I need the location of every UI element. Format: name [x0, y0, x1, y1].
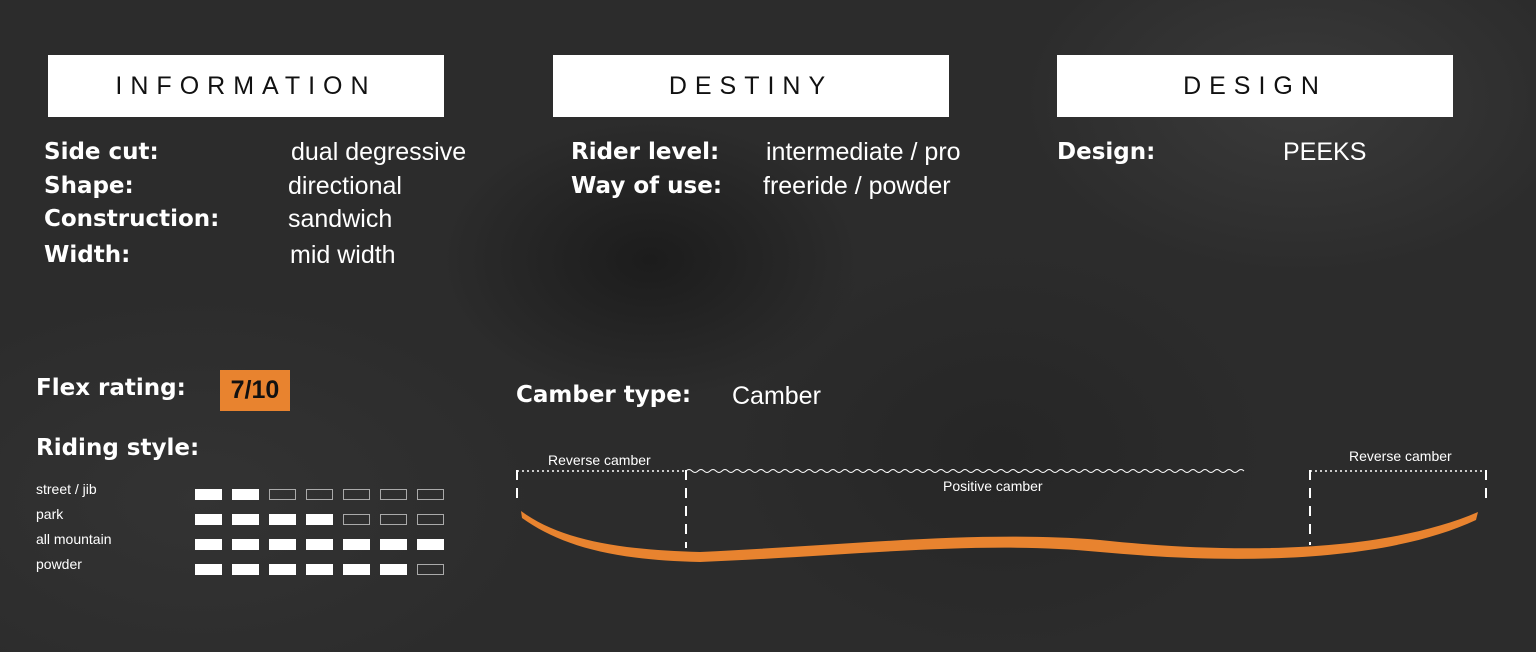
width-label: Width:	[44, 242, 131, 268]
rating-segment-empty	[417, 489, 444, 500]
rating-segment-filled	[232, 514, 259, 525]
camber-type-label: Camber type:	[516, 382, 692, 408]
rating-segment-filled	[195, 514, 222, 525]
rating-segment-empty	[343, 514, 370, 525]
rating-segment-filled	[269, 564, 296, 575]
rating-segment-filled	[343, 564, 370, 575]
rating-segment-filled	[269, 539, 296, 550]
way-of-use-label: Way of use:	[571, 173, 723, 199]
design-value: PEEKS	[1283, 138, 1367, 166]
rating-segment-filled	[343, 539, 370, 550]
rating-segment-filled	[306, 539, 333, 550]
flex-rating-label: Flex rating:	[36, 375, 186, 401]
width-value: mid width	[290, 241, 396, 269]
riding-style-row-label: park	[36, 506, 64, 522]
rating-segment-empty	[417, 564, 444, 575]
riding-style-rating-bars	[195, 489, 444, 500]
riding-style-row-label: street / jib	[36, 481, 97, 497]
positive-camber-wavy-line	[685, 469, 1245, 473]
side-cut-label: Side cut:	[44, 139, 159, 165]
camber-zone-left-label: Reverse camber	[548, 452, 651, 468]
riding-style-label: Riding style:	[36, 435, 200, 461]
riding-style-rating-bars	[195, 564, 444, 575]
rating-segment-empty	[269, 489, 296, 500]
rider-level-value: intermediate / pro	[766, 138, 961, 166]
rating-segment-filled	[232, 564, 259, 575]
snowboard-profile	[521, 511, 1478, 562]
camber-zone-center-label: Positive camber	[943, 478, 1043, 494]
rating-segment-filled	[306, 564, 333, 575]
rating-segment-empty	[380, 514, 407, 525]
riding-style-row-label: powder	[36, 556, 82, 572]
camber-type-value: Camber	[732, 382, 821, 410]
shape-label: Shape:	[44, 173, 134, 199]
shape-value: directional	[288, 172, 402, 200]
riding-style-rating-bars	[195, 514, 444, 525]
rating-segment-filled	[306, 514, 333, 525]
header-design: DESIGN	[1057, 55, 1453, 117]
rating-segment-filled	[380, 564, 407, 575]
riding-style-row-label: all mountain	[36, 531, 112, 547]
rating-segment-filled	[195, 539, 222, 550]
rating-segment-filled	[269, 514, 296, 525]
camber-zone-right-label: Reverse camber	[1349, 448, 1452, 464]
header-destiny: DESTINY	[553, 55, 949, 117]
rating-segment-filled	[195, 489, 222, 500]
header-information: INFORMATION	[48, 55, 444, 117]
rating-segment-filled	[232, 489, 259, 500]
flex-rating-badge: 7/10	[220, 370, 290, 411]
rating-segment-empty	[380, 489, 407, 500]
side-cut-value: dual degressive	[291, 138, 467, 166]
construction-label: Construction:	[44, 206, 220, 232]
rating-segment-empty	[343, 489, 370, 500]
rating-segment-empty	[306, 489, 333, 500]
rating-segment-empty	[417, 514, 444, 525]
rating-segment-filled	[417, 539, 444, 550]
rating-segment-filled	[380, 539, 407, 550]
rating-segment-filled	[232, 539, 259, 550]
rider-level-label: Rider level:	[571, 139, 720, 165]
rating-segment-filled	[195, 564, 222, 575]
riding-style-rating-bars	[195, 539, 444, 550]
construction-value: sandwich	[288, 205, 393, 233]
design-label: Design:	[1057, 139, 1156, 165]
way-of-use-value: freeride / powder	[763, 172, 951, 200]
